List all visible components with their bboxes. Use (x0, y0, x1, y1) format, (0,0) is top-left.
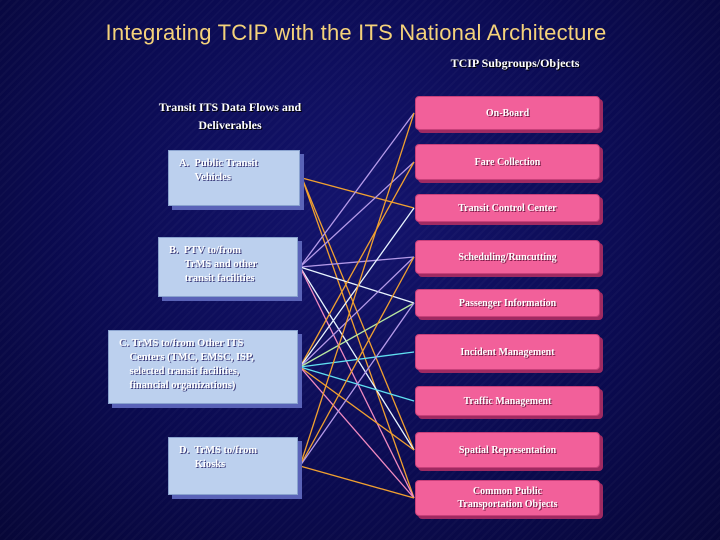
flow-box-a: A. Public Transit Vehicles (168, 150, 300, 206)
link-a-to-8 (301, 177, 415, 499)
link-d-to-0 (299, 112, 415, 467)
flow-label-d: D. TrMS to/from Kiosks (179, 445, 258, 470)
link-b-to-1 (299, 161, 415, 268)
object-label: Incident Management (460, 346, 555, 358)
object-transit-control-center: Transit Control Center (415, 194, 600, 222)
object-traffic-management: Traffic Management (415, 386, 600, 416)
flow-box-d: D. TrMS to/from Kiosks (168, 437, 298, 495)
objects-heading: TCIP Subgroups/Objects (450, 56, 580, 70)
object-label: Traffic Management (463, 395, 552, 407)
flow-box-b: B. PTV to/from TrMS and other transit fa… (158, 237, 298, 297)
link-b-to-8 (299, 266, 415, 499)
object-label: Passenger Information (458, 297, 557, 309)
link-d-to-4 (299, 302, 415, 467)
object-passenger-information: Passenger Information (415, 289, 600, 317)
flows-heading: Transit ITS Data Flows and Deliverables (158, 100, 302, 132)
flow-label-b: B. PTV to/from TrMS and other transit fa… (169, 245, 258, 284)
link-d-to-8 (299, 465, 415, 499)
link-c-to-8 (299, 366, 415, 499)
object-common-public-transportation-objects: Common Public Transportation Objects (415, 480, 600, 516)
link-c-to-4 (299, 302, 415, 368)
object-label: Scheduling/Runcutting (458, 251, 557, 263)
object-label: Common Public Transportation Objects (457, 486, 558, 510)
object-label: Transit Control Center (458, 202, 557, 214)
link-b-to-0 (299, 112, 415, 268)
object-on-board: On-Board (415, 96, 600, 130)
link-a-to-2 (301, 177, 415, 209)
object-label: On-Board (485, 107, 530, 119)
object-scheduling-runcutting: Scheduling/Runcutting (415, 240, 600, 274)
object-incident-management: Incident Management (415, 334, 600, 370)
link-d-to-3 (299, 256, 415, 467)
link-c-to-3 (299, 256, 415, 368)
flow-label-c: C. TrMS to/from Other ITS Centers (TMC, … (119, 338, 254, 391)
link-c-to-7 (299, 366, 415, 451)
slide-title: Integrating TCIP with the ITS National A… (105, 20, 607, 45)
link-c-to-1 (299, 161, 415, 368)
object-spatial-representation: Spatial Representation (415, 432, 600, 468)
link-a-to-7 (301, 177, 415, 451)
link-b-to-7 (299, 266, 415, 451)
link-c-to-5 (299, 351, 415, 368)
link-b-to-4 (299, 266, 415, 304)
flow-box-c: C. TrMS to/from Other ITS Centers (TMC, … (108, 330, 298, 404)
object-label: Spatial Representation (458, 444, 557, 456)
object-label: Fare Collection (474, 156, 541, 168)
object-fare-collection: Fare Collection (415, 144, 600, 180)
flow-label-a: A. Public Transit Vehicles (179, 158, 258, 183)
link-b-to-3 (299, 256, 415, 268)
